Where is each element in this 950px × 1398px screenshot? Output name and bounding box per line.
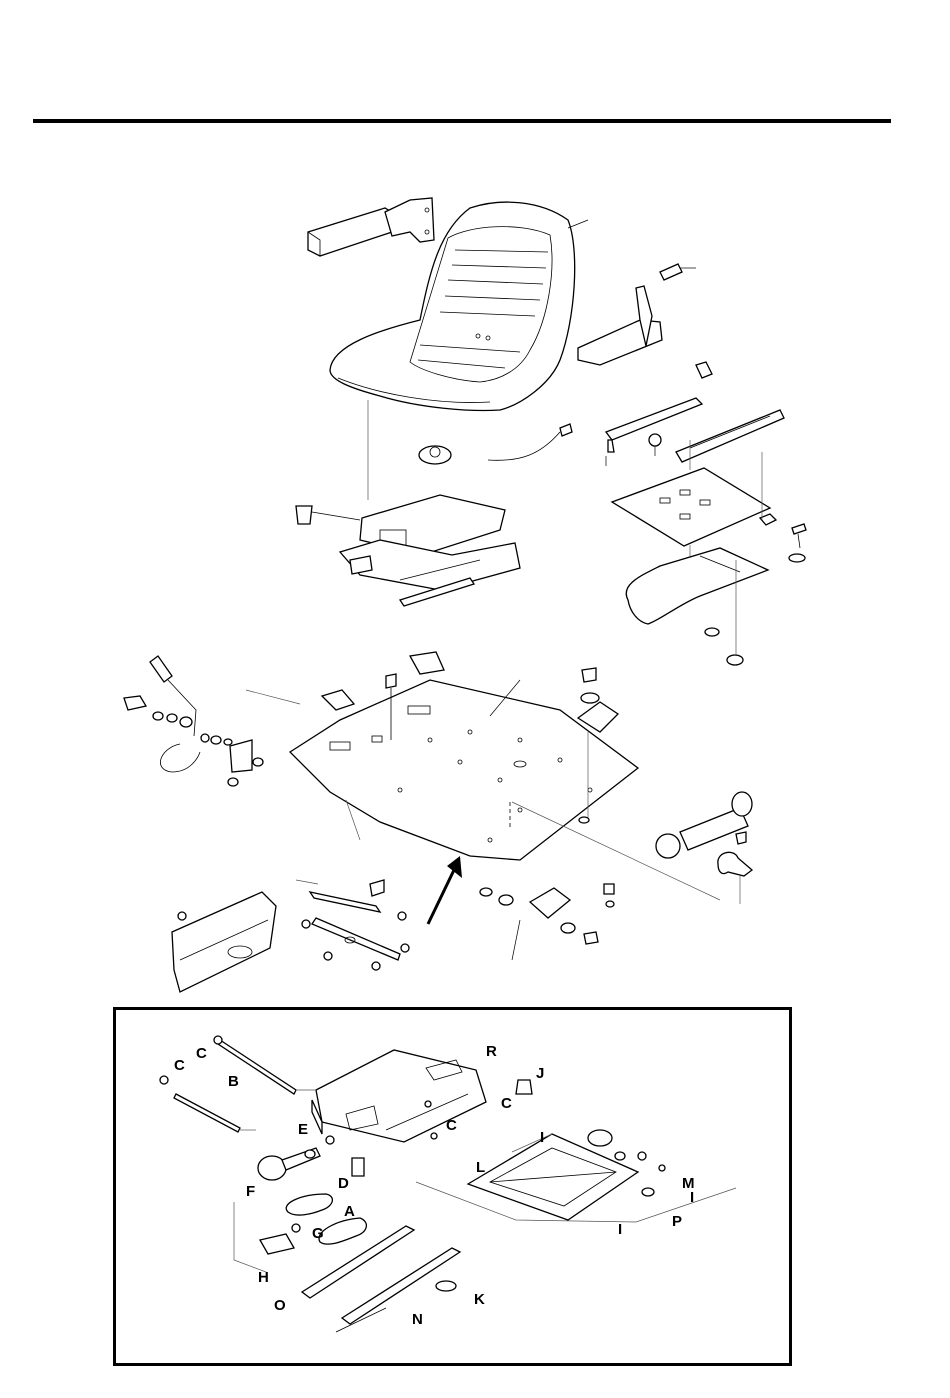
label-f: F — [246, 1184, 255, 1199]
right-armrest — [578, 264, 712, 378]
label-b: B — [228, 1074, 239, 1089]
seat-exploded-view — [0, 0, 950, 1000]
label-c-1: C — [174, 1058, 185, 1073]
suspension-detail-inset: A B C C C C D E F G H I I I J K L M N O … — [113, 1007, 792, 1366]
label-a: A — [344, 1204, 355, 1219]
bushing-k — [436, 1281, 456, 1291]
knob-j — [516, 1080, 532, 1094]
label-r: R — [486, 1044, 497, 1059]
rod-b-lower — [174, 1094, 240, 1132]
adjust-lever — [124, 656, 300, 786]
clip-c-1 — [160, 1076, 168, 1084]
clip-c-4 — [431, 1133, 437, 1139]
washer-e — [326, 1136, 334, 1144]
slide-rails-right — [606, 398, 784, 466]
bottom-bracket — [480, 884, 614, 960]
label-p: P — [672, 1214, 682, 1229]
label-h: H — [258, 1270, 269, 1285]
strap-cover — [626, 548, 768, 665]
pin-i-right — [659, 1165, 665, 1171]
clip-c-2 — [214, 1036, 222, 1044]
label-d: D — [338, 1176, 349, 1191]
label-k: K — [474, 1292, 485, 1307]
label-m: M — [682, 1176, 695, 1191]
label-c-3: C — [501, 1096, 512, 1111]
lower-rail-assembly — [172, 880, 409, 992]
mounting-plate-right — [612, 468, 806, 562]
label-n: N — [412, 1312, 423, 1327]
left-armrest — [308, 198, 434, 256]
nut-g — [292, 1224, 300, 1232]
spacer-d — [352, 1158, 364, 1176]
washer-p — [642, 1188, 654, 1196]
label-l: L — [476, 1160, 485, 1175]
scissor-frame-l — [468, 1130, 638, 1220]
label-i-1: I — [540, 1130, 544, 1145]
label-i-2: I — [690, 1190, 694, 1205]
label-c-2: C — [196, 1046, 207, 1061]
nut-m — [638, 1152, 646, 1160]
label-i-3: I — [618, 1222, 622, 1237]
label-j: J — [536, 1066, 544, 1081]
label-g: G — [312, 1226, 324, 1241]
handle-h — [260, 1234, 294, 1254]
direction-arrow — [428, 856, 462, 924]
label-e: E — [298, 1122, 308, 1137]
knob-f — [258, 1148, 320, 1180]
clip-c-3 — [425, 1101, 431, 1107]
roller-kit — [656, 792, 752, 904]
label-c-4: C — [446, 1118, 457, 1133]
label-o: O — [274, 1298, 286, 1313]
seat-plate-r — [312, 1050, 486, 1142]
suspension-assembly — [296, 424, 572, 606]
